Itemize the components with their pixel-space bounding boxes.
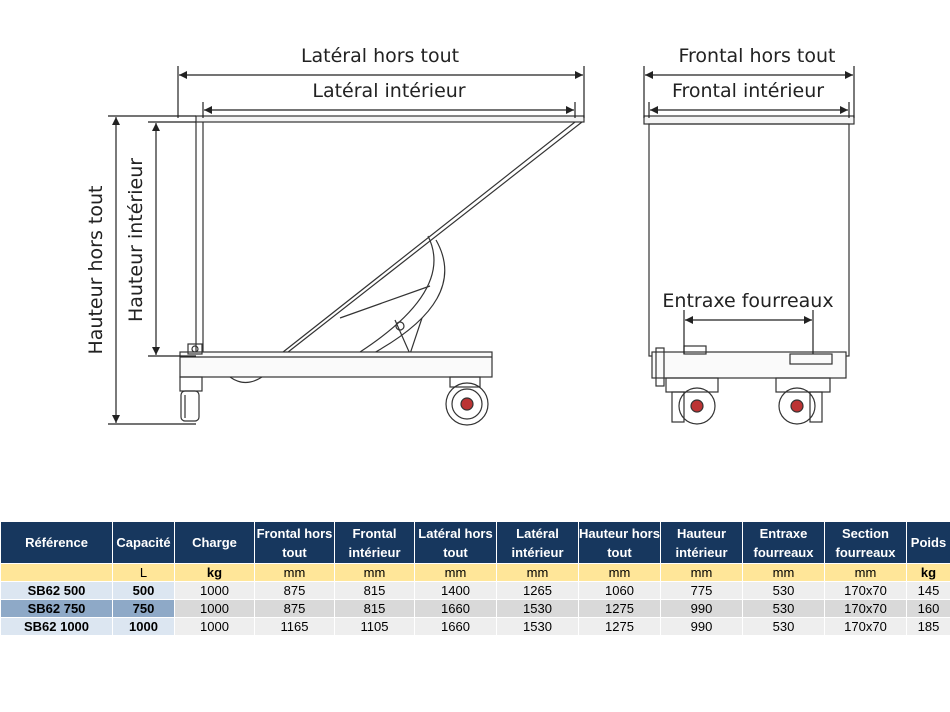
hauteur-hors-tout-label: Hauteur hors tout — [85, 186, 107, 355]
table-cell: 990 — [660, 599, 743, 618]
table-cell: 1000 — [112, 617, 175, 636]
unit-cell — [0, 563, 113, 582]
technical-drawing: Latéral hors tout Latéral intérieur Haut… — [85, 45, 855, 426]
table-cell: 1275 — [578, 599, 661, 618]
specifications-table: Référence Capacité Charge Frontal hors t… — [0, 521, 950, 636]
unit-cell: mm — [742, 563, 825, 582]
table-header-row: Référence Capacité Charge Frontal hors t… — [0, 521, 950, 564]
table-cell: 990 — [660, 617, 743, 636]
unit-cell: mm — [254, 563, 335, 582]
table-cell: 500 — [112, 581, 175, 600]
lateral-interieur-label: Latéral intérieur — [312, 80, 465, 102]
table-row: SB62 750 750 1000 875 815 1660 1530 1275… — [0, 599, 950, 618]
header-charge: Charge — [174, 521, 255, 564]
header-capacite: Capacité — [112, 521, 175, 564]
table-cell: 775 — [660, 581, 743, 600]
frontal-interieur-label: Frontal intérieur — [672, 80, 824, 102]
unit-cell: mm — [824, 563, 907, 582]
table-cell: 1275 — [578, 617, 661, 636]
side-view — [179, 115, 585, 426]
header-section-fourreaux: Section fourreaux — [824, 521, 907, 564]
table-cell: 875 — [254, 599, 335, 618]
table-cell: 1530 — [496, 599, 579, 618]
table-cell: 1660 — [414, 599, 497, 618]
table-cell: SB62 750 — [0, 599, 113, 618]
table-cell: 1060 — [578, 581, 661, 600]
header-frontal-interieur: Frontal intérieur — [334, 521, 415, 564]
header-lateral-interieur: Latéral intérieur — [496, 521, 579, 564]
table-cell: SB62 1000 — [0, 617, 113, 636]
table-cell: 145 — [906, 581, 950, 600]
units-row: L kg mm mm mm mm mm mm mm mm kg — [0, 563, 950, 582]
header-frontal-hors-tout: Frontal hors tout — [254, 521, 335, 564]
table-cell: 170x70 — [824, 581, 907, 600]
table-cell: 1000 — [174, 599, 255, 618]
table-cell: 170x70 — [824, 599, 907, 618]
unit-cell: kg — [906, 563, 950, 582]
table-cell: 1530 — [496, 617, 579, 636]
table-cell: 160 — [906, 599, 950, 618]
unit-cell: kg — [174, 563, 255, 582]
entraxe-fourreaux-label: Entraxe fourreaux — [662, 290, 833, 312]
table-cell: 815 — [334, 599, 415, 618]
table-cell: 815 — [334, 581, 415, 600]
unit-cell: L — [112, 563, 175, 582]
header-entraxe-fourreaux: Entraxe fourreaux — [742, 521, 825, 564]
table-cell: SB62 500 — [0, 581, 113, 600]
unit-cell: mm — [414, 563, 497, 582]
header-poids: Poids — [906, 521, 950, 564]
unit-cell: mm — [334, 563, 415, 582]
header-reference: Référence — [0, 521, 113, 564]
table-cell: 1000 — [174, 617, 255, 636]
table-cell: 1400 — [414, 581, 497, 600]
hauteur-interieur-label: Hauteur intérieur — [125, 158, 147, 322]
table-cell: 530 — [742, 581, 825, 600]
header-hauteur-interieur: Hauteur intérieur — [660, 521, 743, 564]
table-cell: 1165 — [254, 617, 335, 636]
front-view — [643, 115, 855, 425]
unit-cell: mm — [578, 563, 661, 582]
table-cell: 1000 — [174, 581, 255, 600]
table-cell: 1105 — [334, 617, 415, 636]
table-cell: 185 — [906, 617, 950, 636]
table-cell: 170x70 — [824, 617, 907, 636]
header-hauteur-hors-tout: Hauteur hors tout — [578, 521, 661, 564]
table-cell: 1660 — [414, 617, 497, 636]
table-cell: 1265 — [496, 581, 579, 600]
table-row: SB62 500 500 1000 875 815 1400 1265 1060… — [0, 581, 950, 600]
table-cell: 530 — [742, 617, 825, 636]
header-lateral-hors-tout: Latéral hors tout — [414, 521, 497, 564]
table-cell: 530 — [742, 599, 825, 618]
table-cell: 875 — [254, 581, 335, 600]
unit-cell: mm — [660, 563, 743, 582]
table-cell: 750 — [112, 599, 175, 618]
frontal-hors-tout-label: Frontal hors tout — [678, 45, 835, 67]
lateral-hors-tout-label: Latéral hors tout — [301, 45, 459, 67]
table-row: SB62 1000 1000 1000 1165 1105 1660 1530 … — [0, 617, 950, 636]
unit-cell: mm — [496, 563, 579, 582]
